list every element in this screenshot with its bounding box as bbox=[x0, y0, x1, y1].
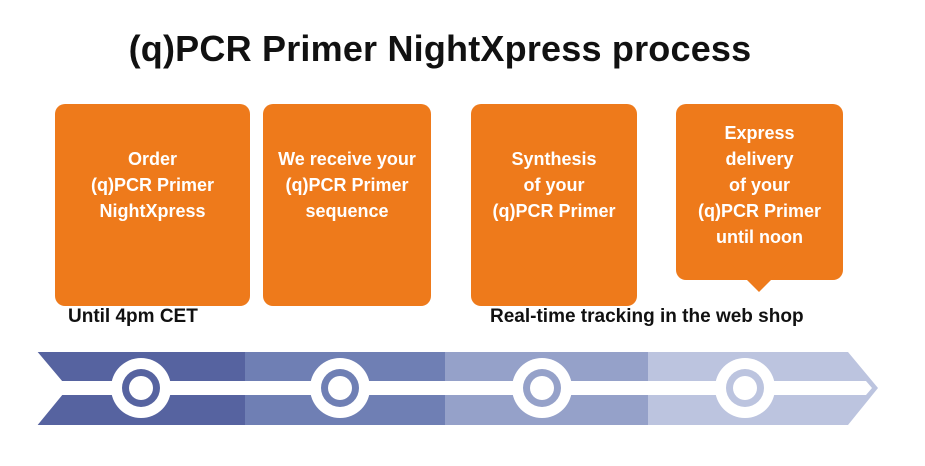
step-3-line-1: Synthesis bbox=[511, 149, 597, 169]
milestone-ring-2-core bbox=[328, 376, 352, 400]
note-until-4pm: Until 4pm CET bbox=[68, 306, 198, 327]
step-2-line-2: (q)PCR Primer bbox=[285, 175, 409, 195]
step-1-pointer bbox=[115, 262, 175, 292]
milestone-ring-1-core bbox=[129, 376, 153, 400]
step-4-line-3: of your bbox=[729, 175, 790, 195]
step-box-delivery: Express delivery of your (q)PCR Primer u… bbox=[676, 104, 843, 280]
step-2-line-1: We receive your bbox=[278, 149, 416, 169]
page-title: (q)PCR Primer NightXpress process bbox=[128, 28, 752, 69]
step-4-line-5: until noon bbox=[716, 227, 803, 247]
step-3-line-2: of your bbox=[523, 175, 585, 195]
step-4-line-4: (q)PCR Primer bbox=[697, 201, 822, 221]
step-1-line-3: NightXpress bbox=[99, 201, 206, 221]
step-4-line-2: delivery bbox=[725, 149, 794, 169]
step-1-line-1: Order bbox=[127, 149, 178, 169]
step-3-line-3: (q)PCR Primer bbox=[492, 201, 616, 221]
timeline-white-band bbox=[30, 381, 872, 395]
milestone-ring-3-core bbox=[530, 376, 554, 400]
step-4-line-1: Express bbox=[724, 123, 795, 143]
timeline-arrow bbox=[22, 350, 878, 427]
timeline-left-notch bbox=[22, 350, 68, 427]
step-1-line-2: (q)PCR Primer bbox=[90, 175, 215, 195]
step-4-pointer bbox=[729, 262, 789, 292]
step-3-pointer bbox=[518, 262, 578, 292]
step-2-line-3: sequence bbox=[305, 201, 389, 221]
note-real-time-tracking: Real-time tracking in the web shop bbox=[490, 306, 804, 327]
milestone-ring-4-core bbox=[733, 376, 757, 400]
step-2-pointer bbox=[317, 262, 377, 292]
